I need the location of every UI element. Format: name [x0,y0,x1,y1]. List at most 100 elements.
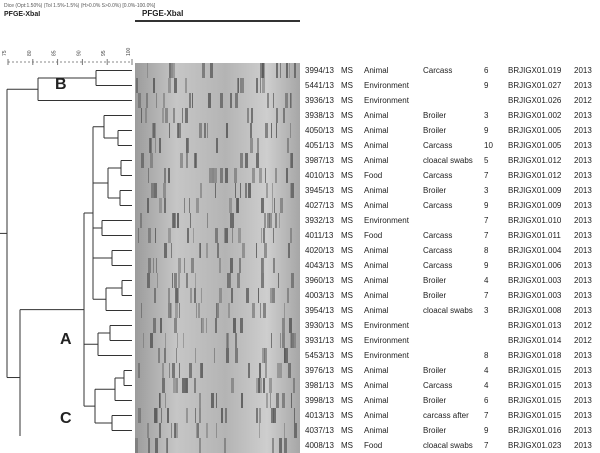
gel-band [171,63,173,78]
gel-band [284,303,285,318]
gel-band [150,333,153,348]
gel-band [276,123,277,138]
gel-band [168,303,171,318]
pfge-profile-cell: BRJIGX01.015 [508,411,562,420]
state-code-cell: MS [341,231,353,240]
gel-band [165,108,168,123]
gel-band [263,303,266,318]
gel-band [148,258,151,273]
year-cell: 2013 [574,351,592,360]
gel-band [159,393,161,408]
isolate-id-cell: 3931/13 [305,336,334,345]
source-cell: Animal [364,261,389,270]
gel-band [163,93,165,108]
gel-lane [135,423,300,438]
gel-band [277,363,280,378]
gel-band [233,318,236,333]
year-cell: 2013 [574,276,592,285]
source-cell: Environment [364,321,409,330]
gel-band [164,168,166,183]
sample-number-cell: 5 [484,156,489,165]
gel-band [238,78,239,93]
source-cell: Animal [364,396,389,405]
gel-band [291,153,293,168]
gel-band [240,318,243,333]
gel-band [169,63,171,78]
gel-band [290,123,291,138]
gel-band [196,423,197,438]
pfge-profile-cell: BRJIGX01.003 [508,291,562,300]
gel-band [230,273,231,288]
state-code-cell: MS [341,201,353,210]
state-code-cell: MS [341,426,353,435]
year-cell: 2013 [574,396,592,405]
gel-band [262,348,265,363]
gel-band [266,183,268,198]
gel-lane [135,378,300,393]
gel-band [140,213,142,228]
gel-band [250,123,252,138]
state-code-cell: MS [341,81,353,90]
gel-band [175,288,178,303]
gel-lane [135,228,300,243]
state-code-cell: MS [341,336,353,345]
gel-band [186,138,188,153]
gel-band [256,78,258,93]
gel-band [284,423,285,438]
gel-lane [135,168,300,183]
gel-band [178,258,181,273]
gel-band [168,288,170,303]
gel-band [272,438,274,453]
gel-band [196,198,199,213]
isolate-id-cell: 3981/13 [305,381,334,390]
pfge-profile-cell: BRJIGX01.002 [508,111,562,120]
pfge-profile-cell: BRJIGX01.009 [508,186,562,195]
source-cell: Environment [364,336,409,345]
gel-band [184,198,185,213]
source-cell: Animal [364,156,389,165]
sample-number-cell: 7 [484,441,489,450]
sample-type-cell: Carcass [423,381,453,390]
gel-band [291,273,294,288]
gel-band [215,183,216,198]
analysis-settings-text: Dice (Opt:1.50%) (Tol 1.5%-1.5%) (H>0.0%… [4,3,156,9]
gel-band [257,138,259,153]
gel-band [162,363,164,378]
pfge-profile-cell: BRJIGX01.015 [508,366,562,375]
sample-type-cell: cloacal swabs [423,441,473,450]
gel-lane [135,288,300,303]
gel-band [167,408,169,423]
sample-number-cell: 3 [484,186,489,195]
sample-number-cell: 7 [484,291,489,300]
gel-band [226,348,229,363]
gel-band [261,198,264,213]
gel-band [230,258,233,273]
gel-band [147,198,149,213]
gel-band [290,93,291,108]
gel-band [169,363,170,378]
gel-band [271,333,272,348]
gel-band [294,423,297,438]
sample-number-cell: 6 [484,396,489,405]
gel-band [189,93,191,108]
sample-number-cell: 9 [484,126,489,135]
gel-band [186,408,188,423]
gel-band [201,318,202,333]
dendrogram [0,70,132,436]
state-code-cell: MS [341,96,353,105]
source-cell: Animal [364,66,389,75]
isolate-id-cell: 4013/13 [305,411,334,420]
gel-band [200,363,203,378]
gel-band [147,63,148,78]
isolate-id-cell: 3945/13 [305,186,334,195]
year-cell: 2013 [574,261,592,270]
gel-band [278,273,279,288]
gel-band [183,333,184,348]
year-cell: 2013 [574,306,592,315]
year-cell: 2013 [574,81,592,90]
sample-type-cell: Broiler [423,366,447,375]
gel-band [190,288,192,303]
